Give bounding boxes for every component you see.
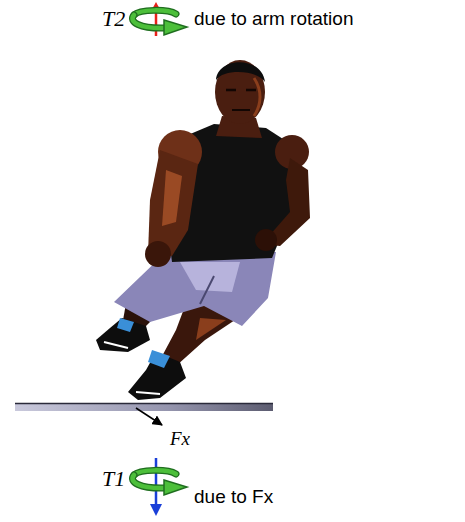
torque-symbol: T2 xyxy=(102,6,125,32)
rotation-curl xyxy=(132,470,187,495)
ground xyxy=(15,403,273,411)
torque-symbol: T1 xyxy=(102,466,125,492)
force-arrow xyxy=(136,408,162,425)
rotation-curl xyxy=(132,10,187,35)
force-symbol: Fx xyxy=(170,428,190,451)
runner-figure xyxy=(96,60,310,400)
torque-note: due to Fx xyxy=(194,486,273,509)
torque-note: due to arm rotation xyxy=(194,8,353,31)
